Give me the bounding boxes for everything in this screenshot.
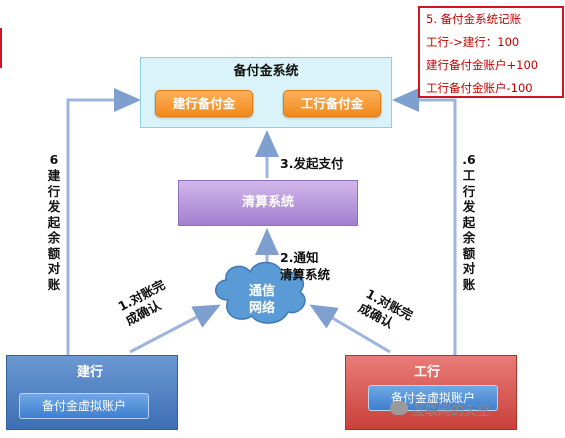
reserve-system-title: 备付金系统	[233, 64, 299, 79]
arrow-icbc-to-network	[309, 304, 391, 354]
network-cloud-icon	[215, 261, 306, 324]
step6-left-text: 建行发起余额对账	[47, 168, 61, 292]
icbc-bank-name: 工行	[414, 365, 441, 380]
network-label-line2: 网络	[248, 301, 275, 316]
note-step5: 5. 备付金系统记账	[426, 12, 522, 26]
step2-label-line2: 清算系统	[280, 267, 331, 282]
network-label-line1: 通信	[248, 284, 275, 299]
step6-left-num: 6	[49, 152, 59, 167]
wechat-icon	[390, 401, 408, 415]
ccb-reserve-fund: 建行备付金	[155, 90, 253, 117]
step2-label-line1: 2.通知	[280, 250, 319, 265]
step3-label: 3.发起支付	[280, 156, 344, 171]
icbc-reserve-fund: 工行备付金	[283, 90, 381, 117]
icbc-virtual-account: 备付金虚拟账户	[368, 385, 498, 411]
arrow-ccb-to-network	[129, 304, 221, 354]
network-label: 通信 网络	[232, 283, 292, 317]
ccb-bank-name: 建行	[77, 365, 104, 380]
note-transfer: 工行->建行：100	[426, 35, 520, 49]
icbc-bank-box: 工行 备付金虚拟账户	[345, 355, 517, 430]
note-icbc-debit: 工行备付金账户-100	[426, 81, 533, 95]
watermark: 互联网的天空	[390, 400, 491, 419]
clearing-system-box: 清算系统	[178, 180, 358, 226]
edge-marker	[0, 28, 2, 68]
note-ccb-credit: 建行备付金账户+100	[426, 58, 539, 72]
ledger-note-box: 5. 备付金系统记账 工行->建行：100 建行备付金账户+100 工行备付金账…	[418, 6, 564, 98]
arrow-ccb-to-reserve	[66, 88, 141, 370]
step6-right-num: .6	[462, 152, 476, 167]
step6-right-text: 工行发起余额对账	[462, 168, 476, 292]
arrow-icbc-to-reserve	[392, 88, 457, 385]
ccb-virtual-account: 备付金虚拟账户	[19, 393, 149, 419]
watermark-text: 互联网的天空	[412, 404, 491, 419]
ccb-bank-box: 建行 备付金虚拟账户	[6, 355, 178, 430]
